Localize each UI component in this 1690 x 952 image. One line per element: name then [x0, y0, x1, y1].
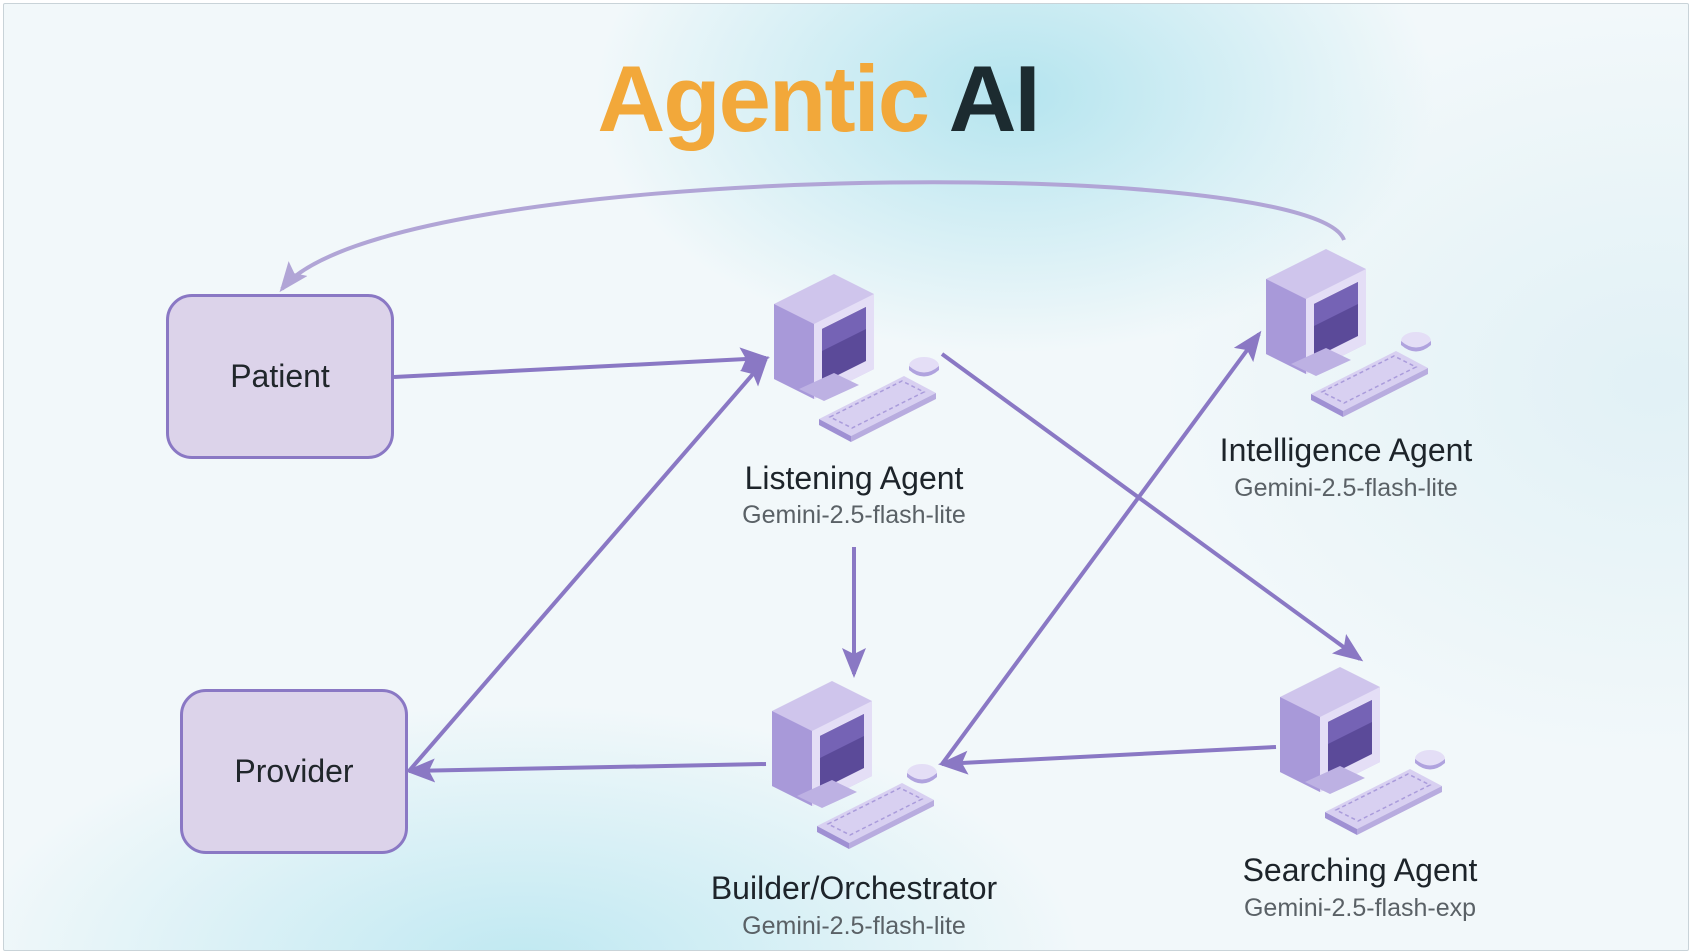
patient-node: Patient	[166, 294, 394, 459]
builder-computer-icon	[772, 681, 937, 849]
listening-agent-model: Gemini-2.5-flash-lite	[742, 501, 966, 529]
edge-intelligence-to-patient	[279, 180, 1346, 293]
provider-label: Provider	[234, 753, 354, 789]
title-accent-word: Agentic	[597, 46, 930, 151]
intelligence-agent-name: Intelligence Agent	[1219, 432, 1473, 468]
searching-agent-name: Searching Agent	[1242, 852, 1478, 888]
listening-agent-computer-icon	[774, 274, 939, 442]
computer-icon	[1280, 667, 1445, 835]
provider-node: Provider	[180, 689, 408, 854]
edge-listening-to-searching	[940, 352, 1364, 662]
edge-searching-to-builder	[938, 745, 1277, 775]
diagram-canvas: Agentic AI Patient Provider	[3, 3, 1689, 951]
searching-agent-computer-icon	[1280, 667, 1445, 835]
builder-model: Gemini-2.5-flash-lite	[742, 912, 966, 940]
computer-icon	[772, 681, 937, 849]
computer-icon	[1266, 249, 1431, 417]
edge-provider-to-listening	[407, 355, 769, 773]
edge-builder-to-provider	[405, 758, 767, 783]
listening-agent-name: Listening Agent	[744, 460, 964, 496]
title-dark-word: AI	[948, 46, 1041, 151]
patient-label: Patient	[230, 358, 330, 394]
intelligence-agent-computer-icon	[1266, 249, 1431, 417]
flow-arrows	[279, 180, 1364, 783]
computer-icon	[774, 274, 939, 442]
edge-patient-to-listening	[393, 347, 770, 379]
edge-builder-to-intelligence	[940, 330, 1262, 766]
builder-name: Builder/Orchestrator	[710, 870, 998, 906]
searching-agent-model: Gemini-2.5-flash-exp	[1243, 894, 1477, 922]
page-title: Agentic AI	[4, 44, 1632, 154]
intelligence-agent-model: Gemini-2.5-flash-lite	[1234, 474, 1458, 502]
